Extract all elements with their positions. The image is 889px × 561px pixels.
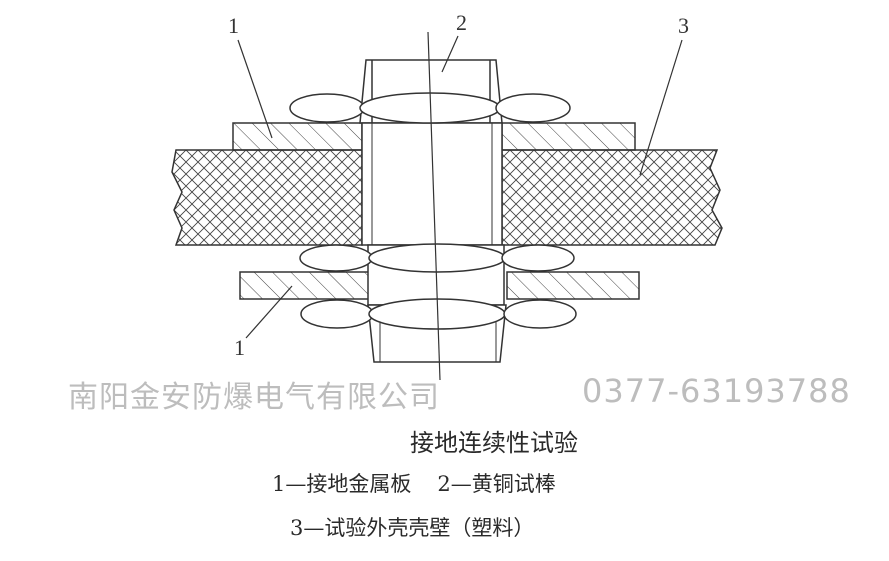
callout-1-bottom: 1 <box>234 335 245 360</box>
metal-plates <box>232 122 640 300</box>
watermark-phone: 0377-63193788 <box>582 372 851 410</box>
legend-item-2: 2—黄铜试棒 <box>437 472 556 496</box>
metal-plate-bottom-left <box>239 271 370 300</box>
plastic-wall-right <box>501 149 723 246</box>
center-line <box>427 31 441 381</box>
plastic-wall-left <box>171 149 363 246</box>
caption-legend-line-2: 3—试验外壳壳壁（塑料） <box>290 512 534 542</box>
callout-2: 2 <box>456 10 467 35</box>
plastic-wall <box>171 149 723 246</box>
callout-3: 3 <box>678 13 689 38</box>
nut-bottom <box>300 298 577 330</box>
leader-lines <box>237 35 683 339</box>
legend-item-1: 1—接地金属板 <box>272 472 412 496</box>
caption-title: 接地连续性试验 <box>410 429 578 457</box>
nut-middle <box>299 243 575 273</box>
legend-item-3: 3—试验外壳壳壁（塑料） <box>290 516 535 540</box>
caption-legend-line-1: 1—接地金属板 2—黄铜试棒 <box>272 468 556 498</box>
callout-1-top: 1 <box>228 13 239 38</box>
nut-top <box>289 92 571 124</box>
watermark-company: 南阳金安防爆电气有限公司 <box>68 380 440 415</box>
metal-plate-bottom-right <box>506 271 640 300</box>
metal-plate-top-right <box>501 122 636 151</box>
metal-plate-top-left <box>232 122 363 151</box>
